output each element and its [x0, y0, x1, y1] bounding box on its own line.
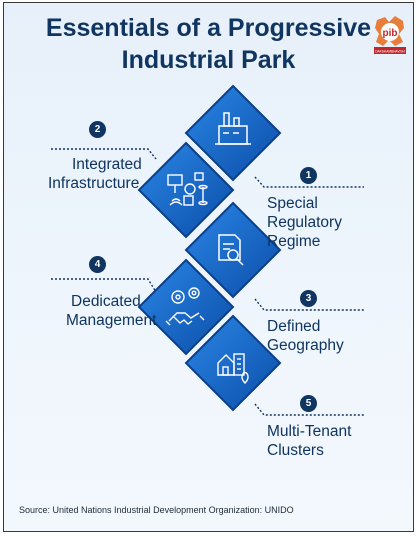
badge-3: 3 [300, 290, 317, 307]
badge-5: 5 [300, 395, 317, 412]
logo-subtext: DAKSHAMBHAVISH [375, 50, 405, 54]
factory-icon [215, 112, 251, 145]
label-line: Geography [267, 337, 344, 354]
label-line: Integrated [72, 156, 142, 173]
handshake-gears-icon [165, 287, 205, 326]
label-line: Special [267, 195, 318, 212]
document-search-icon [218, 234, 244, 266]
label-multi-tenant-clusters: Multi-Tenant Clusters [267, 422, 351, 460]
diamond-stack [137, 84, 282, 412]
label-line: Defined [267, 318, 321, 335]
label-dedicated-management: Dedicated Management [66, 292, 157, 330]
badge-2: 2 [89, 121, 106, 138]
label-line: Clusters [267, 442, 324, 459]
label-special-regulatory-regime: Special Regulatory Regime [267, 194, 342, 251]
infographic: Essentials of a Progressive Industrial P… [3, 2, 414, 532]
label-line: Management [66, 312, 157, 329]
badge-4: 4 [89, 256, 106, 273]
network-icon [167, 172, 208, 206]
source-note: Source: United Nations Industrial Develo… [19, 505, 294, 515]
map-pin-icon [217, 353, 249, 384]
label-line: Regime [267, 233, 321, 250]
label-line: Infrastructure [48, 175, 140, 192]
diamond-defined-geography [184, 314, 282, 412]
label-line: Multi-Tenant [267, 423, 352, 440]
connectors [51, 148, 364, 416]
diamond-special-regulatory-regime [184, 201, 282, 299]
diamond-dedicated-management [137, 258, 235, 356]
diamond-factory [184, 84, 282, 182]
label-line: Regulatory [267, 214, 342, 231]
badge-1: 1 [300, 167, 317, 184]
logo-text: pib [383, 28, 398, 39]
pib-logo: pib DAKSHAMBHAVISH [374, 16, 406, 54]
label-integrated-infrastructure: Integrated Infrastructure [48, 155, 142, 193]
label-line: Dedicated [71, 293, 141, 310]
title-line-1: Essentials of a Progressive [45, 14, 372, 42]
label-defined-geography: Defined Geography [267, 317, 344, 355]
title-line-2: Industrial Park [121, 46, 296, 74]
diamond-integrated-infrastructure [137, 141, 235, 239]
